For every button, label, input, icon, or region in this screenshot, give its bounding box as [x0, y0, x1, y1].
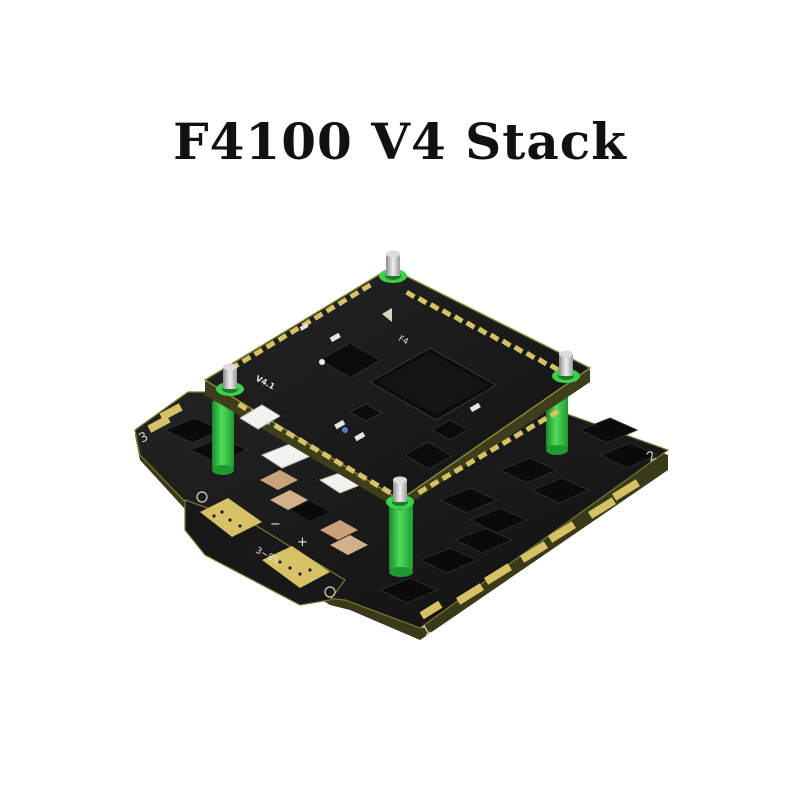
- solder-pad: [333, 457, 344, 468]
- screw-icon: [216, 363, 244, 396]
- solder-pad: [337, 297, 348, 307]
- solder-pad: [537, 415, 548, 426]
- solder-pad: [273, 422, 284, 433]
- solder-pad: [289, 325, 300, 336]
- flight-controller-board: V4.1 F4: [203, 267, 592, 510]
- solder-pad: [417, 296, 428, 306]
- solder-pad: [265, 340, 276, 350]
- solder-pad: [489, 443, 500, 454]
- solder-pad: [237, 401, 248, 412]
- solder-pad: [501, 436, 512, 447]
- solder-pad: [489, 332, 500, 342]
- solder-pad: [241, 354, 252, 364]
- plus-terminal-icon: [324, 586, 336, 598]
- screw-icon: [552, 350, 580, 383]
- standoff-front: [389, 500, 413, 577]
- solder-pad: [309, 443, 320, 454]
- solder-pad: [453, 464, 464, 475]
- solder-pad: [405, 289, 416, 300]
- polarity-minus-label: −: [270, 517, 281, 532]
- screw-icon: [379, 250, 407, 283]
- screws: [216, 250, 580, 509]
- fc-ics: [319, 342, 470, 470]
- solder-pad: [501, 338, 512, 348]
- solder-pad: [349, 289, 360, 300]
- battery-pads: [200, 498, 330, 588]
- solder-pad: [297, 436, 308, 447]
- solder-pad: [345, 464, 356, 475]
- solder-pad: [277, 333, 288, 343]
- solder-pad: [417, 485, 428, 496]
- solder-pad: [441, 308, 452, 318]
- solder-pad: [361, 282, 372, 292]
- solder-pad: [477, 326, 488, 336]
- fc-mcu-label: F4: [397, 334, 410, 347]
- fc-connectors: [239, 404, 281, 430]
- solder-pad: [325, 304, 336, 314]
- mcu-chip: [368, 347, 498, 421]
- solder-pad: [441, 471, 452, 482]
- page-title: F4100 V4 Stack: [173, 112, 627, 171]
- solder-pad: [253, 347, 264, 357]
- solder-pad: [285, 429, 296, 440]
- solder-pad: [513, 429, 524, 440]
- standoff-front-left: [212, 400, 234, 475]
- minus-terminal-icon: [196, 491, 208, 503]
- esc-components: [260, 470, 368, 555]
- polarity-plus-label: +: [297, 535, 308, 550]
- solder-pad: [513, 344, 524, 354]
- solder-pad: [453, 314, 464, 324]
- solder-pad: [525, 350, 536, 361]
- solder-pad: [369, 478, 380, 489]
- solder-pad: [357, 471, 368, 482]
- solder-pad: [381, 485, 392, 496]
- solder-pad: [537, 357, 548, 367]
- solder-pad: [465, 320, 476, 330]
- esc-motor-pads: [147, 403, 640, 620]
- solder-pad: [313, 311, 324, 321]
- solder-pad: [477, 450, 488, 461]
- solder-pad: [465, 457, 476, 468]
- brand-logo-icon: [382, 308, 392, 322]
- solder-pad: [525, 422, 536, 433]
- solder-pad: [321, 450, 332, 461]
- solder-pad: [549, 363, 560, 373]
- solder-pad: [429, 302, 440, 312]
- screw-icon: [386, 476, 414, 509]
- solder-pad: [549, 408, 560, 419]
- solder-pad: [429, 478, 440, 489]
